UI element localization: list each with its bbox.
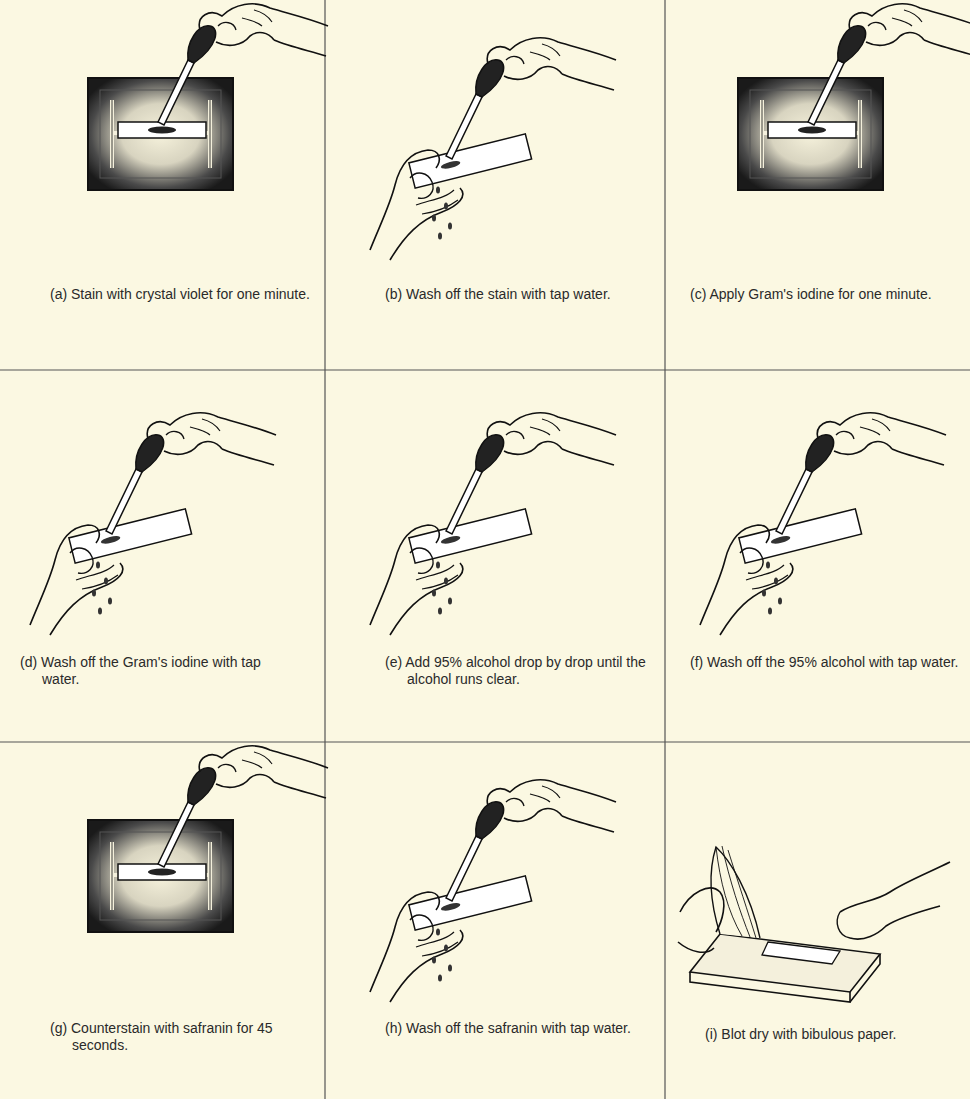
step-panel: (c) Apply Gram's iodine for one minute. [665, 0, 970, 370]
step-caption: (g) Counterstain with safranin for 45 se… [50, 1020, 290, 1054]
wash-slide [700, 413, 946, 635]
step-caption: (d) Wash off the Gram's iodine with tap … [20, 654, 282, 688]
wash-slide [370, 780, 616, 1002]
wash-slide [370, 413, 616, 635]
step-caption: (i) Blot dry with bibulous paper. [705, 1026, 955, 1043]
step-panel: (b) Wash off the stain with tap water. [325, 0, 665, 370]
staining-tray [738, 4, 970, 190]
staining-tray [88, 4, 328, 190]
step-caption: (e) Add 95% alcohol drop by drop until t… [385, 654, 647, 688]
step-panel: (g) Counterstain with safranin for 45 se… [0, 742, 325, 1099]
step-caption: (h) Wash off the safranin with tap water… [385, 1020, 635, 1037]
step-panel: (e) Add 95% alcohol drop by drop until t… [325, 370, 665, 742]
step-panel: (a) Stain with crystal violet for one mi… [0, 0, 325, 370]
step-caption: (c) Apply Gram's iodine for one minute. [690, 286, 968, 303]
step-panel: (h) Wash off the safranin with tap water… [325, 742, 665, 1099]
blotting-book [678, 846, 950, 1002]
step-panel: (f) Wash off the 95% alcohol with tap wa… [665, 370, 970, 742]
step-panel: (i) Blot dry with bibulous paper. [665, 742, 970, 1099]
step-caption: (b) Wash off the stain with tap water. [385, 286, 647, 303]
staining-tray [88, 746, 328, 932]
wash-slide [30, 413, 276, 635]
step-caption: (f) Wash off the 95% alcohol with tap wa… [690, 654, 960, 671]
wash-slide [370, 38, 616, 260]
step-caption: (a) Stain with crystal violet for one mi… [50, 286, 312, 303]
step-panel: (d) Wash off the Gram's iodine with tap … [0, 370, 325, 742]
